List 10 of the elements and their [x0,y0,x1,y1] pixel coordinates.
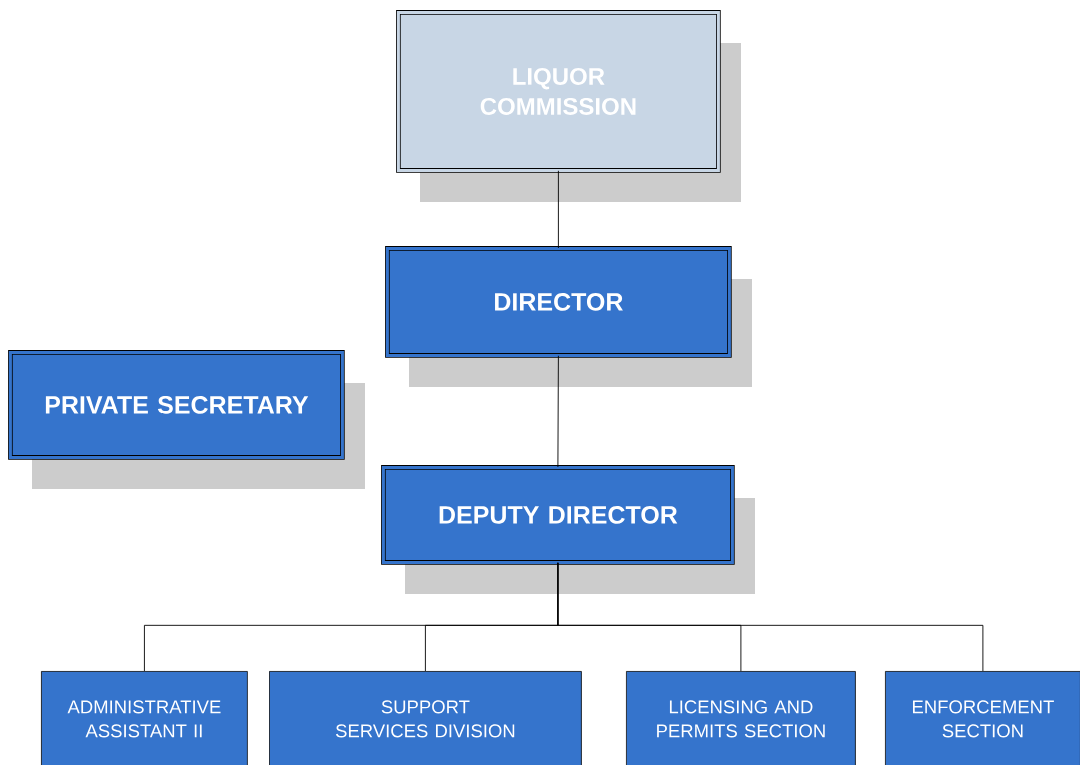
unit-box: SUPPORT SERVICES DIVISION [269,671,582,765]
org-box: DIRECTOR [385,246,732,358]
unit-box: ENFORCEMENT SECTION [885,671,1080,765]
unit-box: LICENSING AND PERMITS SECTION [626,671,856,765]
connector-line [557,170,559,249]
unit-box: ADMINISTRATIVE ASSISTANT II [41,671,248,765]
org-box: PRIVATE SECRETARY [8,350,345,460]
connector-line [557,355,559,468]
org-box: DEPUTY DIRECTOR [381,465,735,565]
connector-line [557,562,984,672]
